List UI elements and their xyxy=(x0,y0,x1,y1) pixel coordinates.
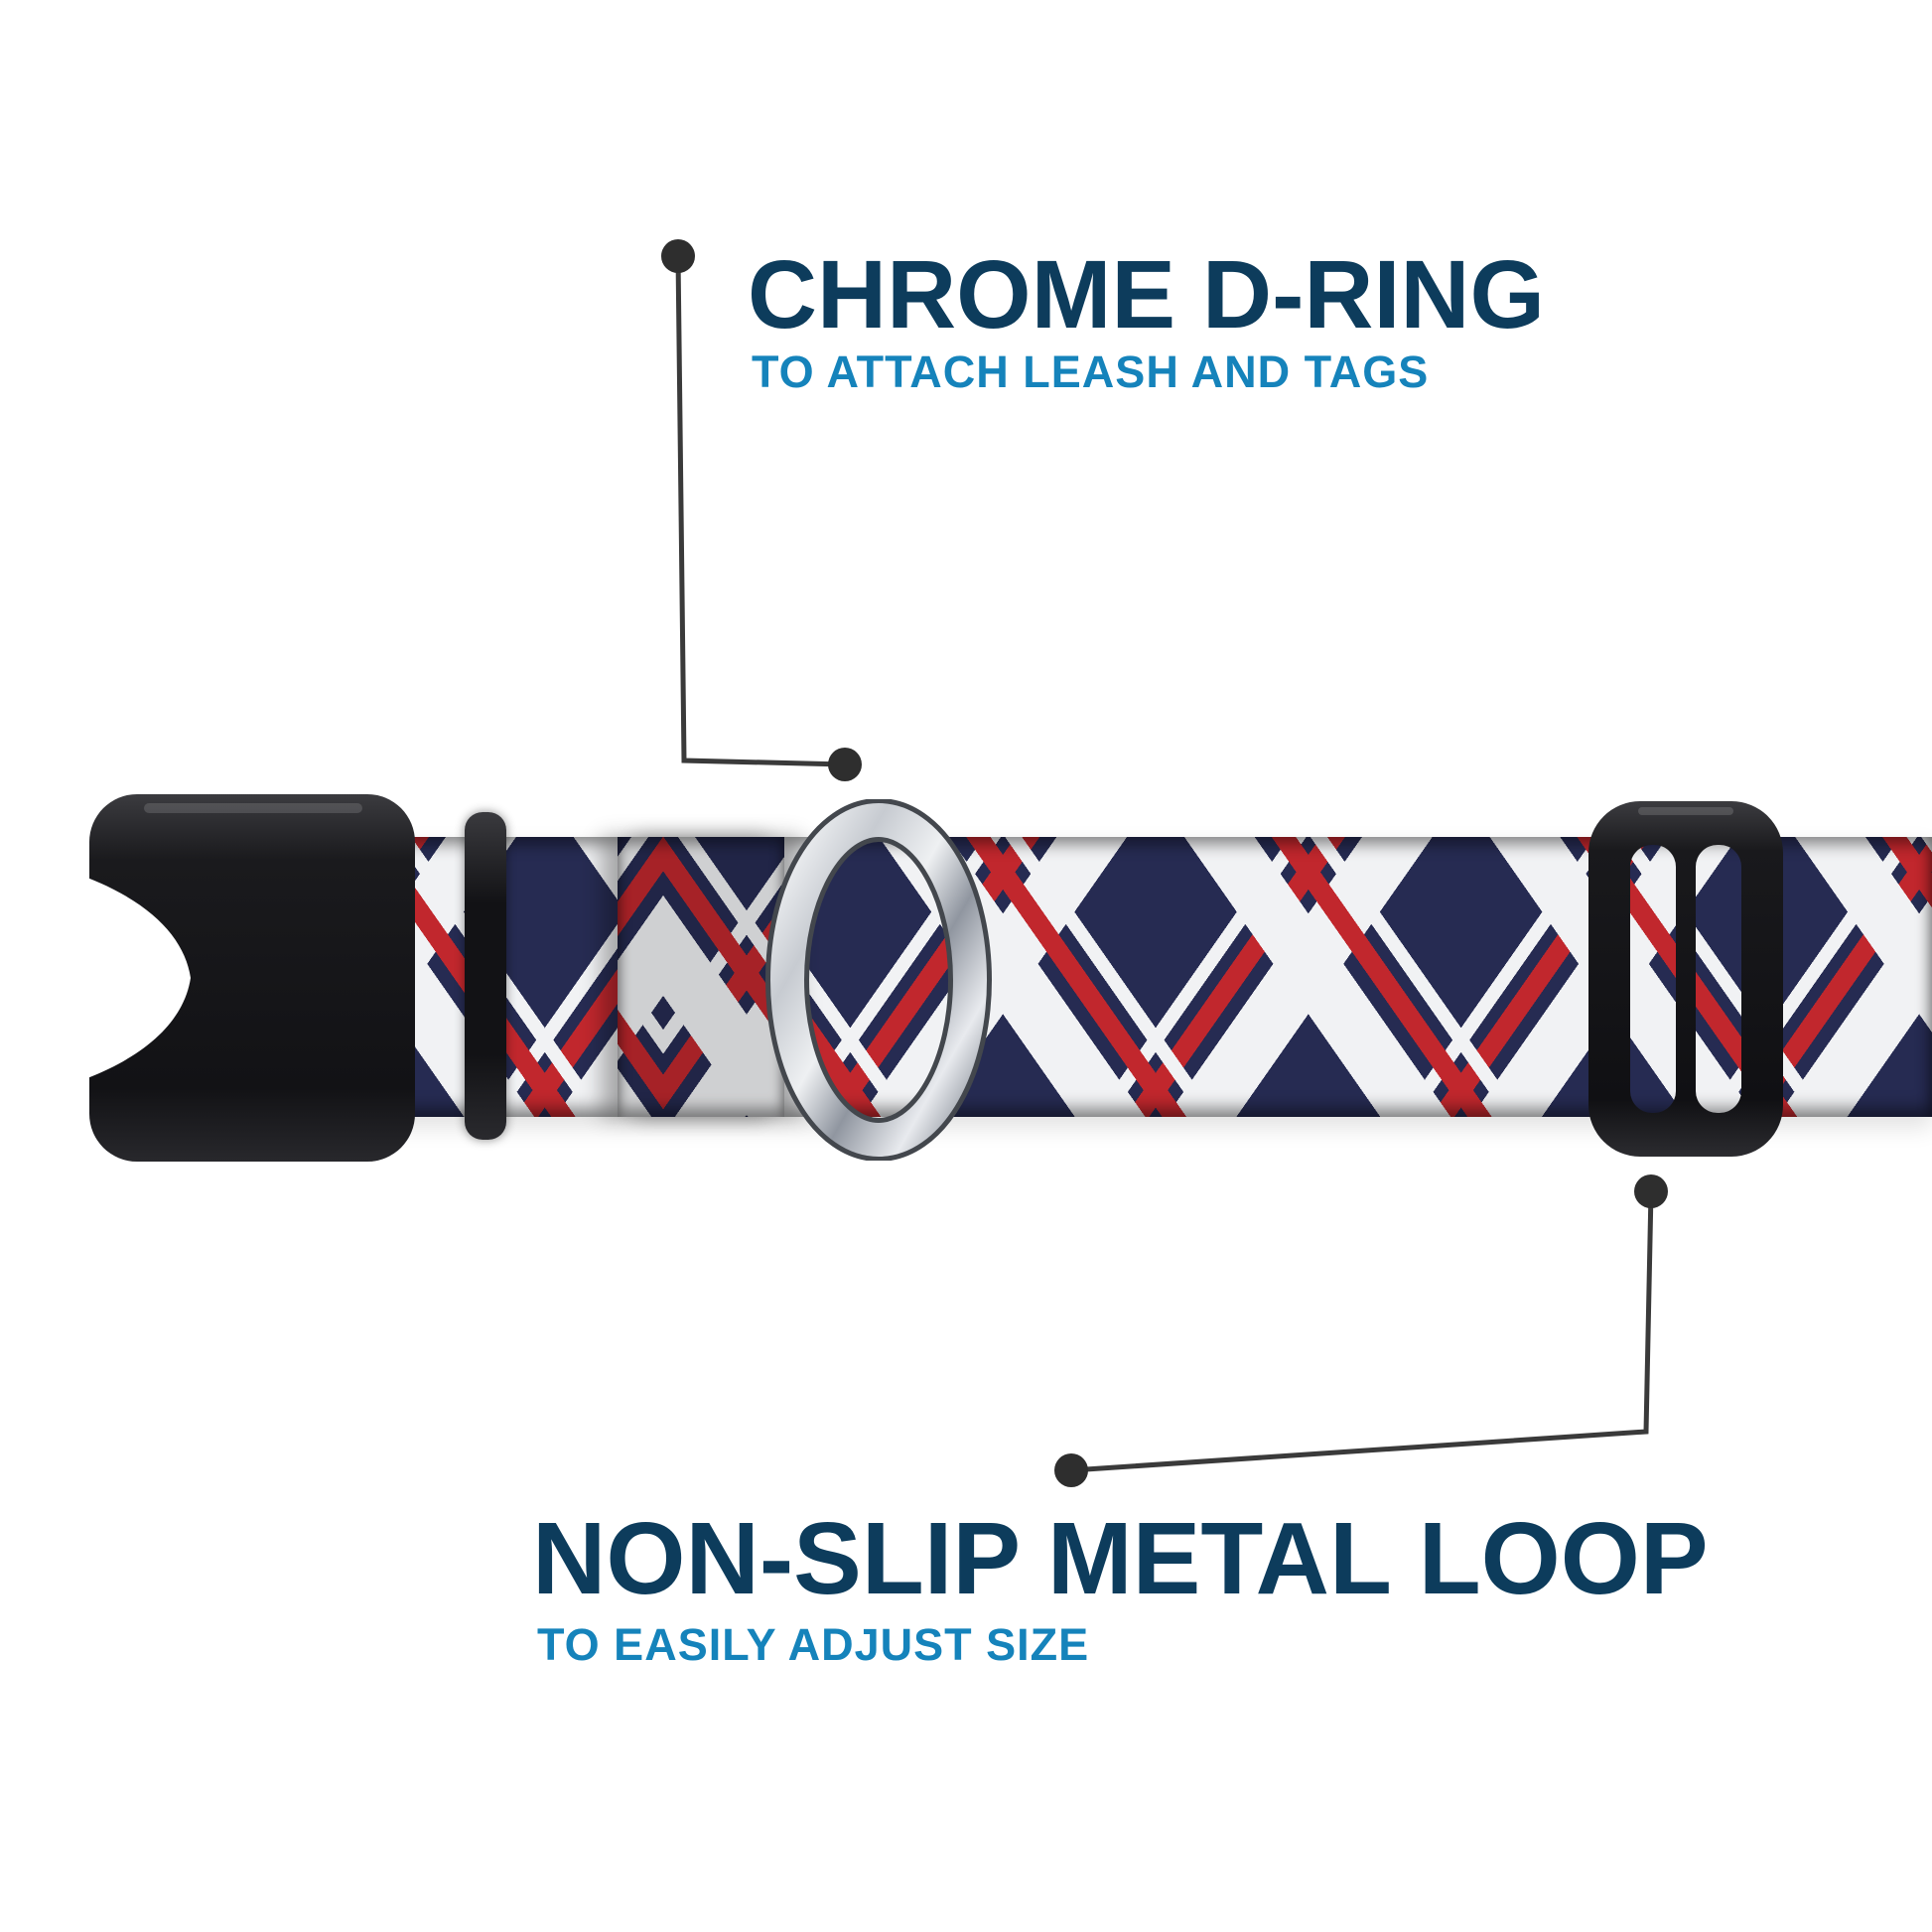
non-slip-metal-loop xyxy=(1588,801,1783,1157)
buckle-strap-bar xyxy=(465,812,506,1140)
top-callout xyxy=(661,239,862,781)
chrome-d-ring xyxy=(765,799,992,1161)
buckle-release-notch xyxy=(87,878,191,1078)
top-annotation-subtitle: TO ATTACH LEASH AND TAGS xyxy=(752,346,1430,397)
bottom-callout xyxy=(1054,1174,1668,1487)
top-annotation-title: CHROME D-RING xyxy=(748,240,1545,348)
side-release-buckle xyxy=(87,794,415,1162)
top-callout-start-dot xyxy=(661,239,695,273)
top-callout-line xyxy=(675,255,846,767)
bottom-callout-start-dot xyxy=(1634,1174,1668,1208)
bottom-annotation-title: NON-SLIP METAL LOOP xyxy=(532,1501,1709,1615)
bottom-annotation-subtitle: TO EASILY ADJUST SIZE xyxy=(537,1619,1090,1670)
bottom-callout-end-dot xyxy=(1054,1453,1088,1487)
webbing-fold xyxy=(618,837,784,1117)
top-callout-end-dot xyxy=(828,748,862,781)
bottom-callout-line xyxy=(1070,1190,1654,1473)
